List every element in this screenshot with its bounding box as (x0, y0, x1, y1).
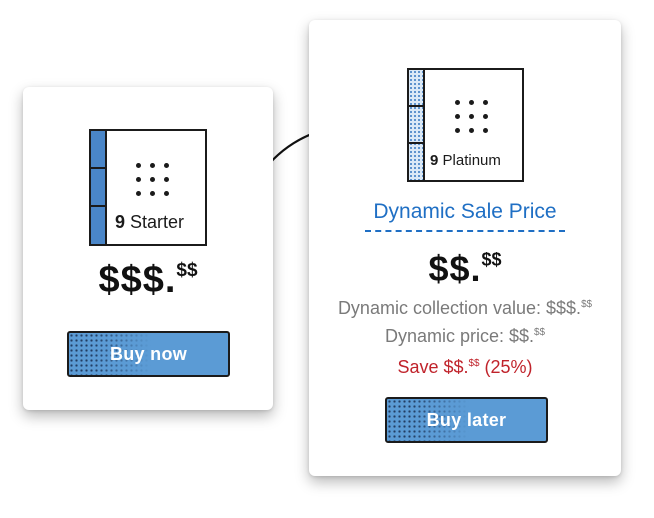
nine-dots-icon (136, 163, 169, 196)
starter-card: 9 Starter $$$.$$ Buy now (23, 87, 273, 410)
book-count: 9 (115, 212, 126, 232)
book-spine (409, 70, 425, 180)
starter-book-label: 9 Starter (115, 212, 184, 233)
nine-dots-icon (455, 100, 488, 133)
platinum-book-icon: 9 Platinum (407, 68, 524, 182)
buy-now-button[interactable]: Buy now (67, 331, 230, 377)
price-cents: $$ (481, 249, 502, 270)
book-name: Starter (130, 212, 185, 232)
dot-pattern-icon (387, 399, 469, 441)
buy-later-label: Buy later (426, 409, 507, 430)
starter-book-icon: 9 Starter (89, 129, 207, 246)
buy-later-button[interactable]: Buy later (385, 397, 548, 443)
buy-now-label: Buy now (109, 343, 188, 364)
starter-price: $$$.$$ (23, 259, 273, 302)
price-cents: $$ (176, 259, 198, 281)
dashed-divider (365, 230, 565, 232)
dynamic-price-text: Dynamic price: $$.$$ (384, 326, 546, 346)
price-main: $$. (428, 248, 482, 289)
book-name: Platinum (442, 152, 501, 169)
platinum-book-label: 9 Platinum (430, 152, 501, 169)
dot-pattern-icon (69, 333, 151, 375)
platinum-price: $$.$$ (309, 248, 621, 290)
savings-text: Save $$.$$ (25%) (397, 357, 533, 377)
price-main: $$$. (98, 259, 177, 301)
book-count: 9 (430, 152, 439, 169)
platinum-card: 9 Platinum Dynamic Sale Price $$.$$ Dyna… (309, 20, 621, 476)
book-spine (91, 131, 107, 244)
collection-value-text: Dynamic collection value: $$$.$$ (337, 298, 593, 318)
sale-title: Dynamic Sale Price (373, 200, 557, 223)
